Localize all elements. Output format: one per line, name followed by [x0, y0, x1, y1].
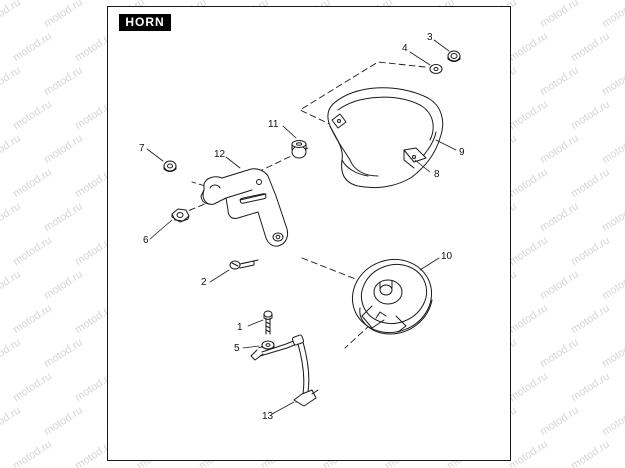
part-13-horn-wire — [250, 334, 319, 407]
callout-1: 1 — [237, 322, 243, 333]
part-8-bracket-tab — [403, 147, 427, 169]
callout-2: 2 — [201, 277, 207, 288]
callout-3: 3 — [427, 32, 433, 43]
callout-10: 10 — [441, 251, 453, 262]
part-10-horn — [351, 259, 433, 335]
part-11-grommet — [291, 140, 307, 159]
diagram-title: HORN — [119, 14, 171, 31]
part-5-washer — [261, 340, 275, 350]
part-1-screw — [263, 310, 273, 335]
part-12-mounting-bracket — [200, 168, 289, 247]
callout-5: 5 — [234, 343, 240, 354]
part-2-screw — [229, 260, 255, 270]
part-7-nut — [163, 160, 177, 172]
callout-13: 13 — [262, 411, 274, 422]
callout-9: 9 — [459, 147, 465, 158]
callout-7: 7 — [139, 143, 145, 154]
part-3-nut — [447, 50, 461, 62]
part-6-nut — [171, 208, 190, 223]
callout-8: 8 — [434, 169, 440, 180]
callout-4: 4 — [402, 43, 408, 54]
part-9-horn-cover — [327, 87, 444, 189]
callout-6: 6 — [143, 235, 149, 246]
callout-11: 11 — [268, 119, 279, 130]
part-4-washer — [429, 64, 443, 74]
leader-lines — [146, 39, 457, 415]
callout-12: 12 — [214, 149, 226, 160]
